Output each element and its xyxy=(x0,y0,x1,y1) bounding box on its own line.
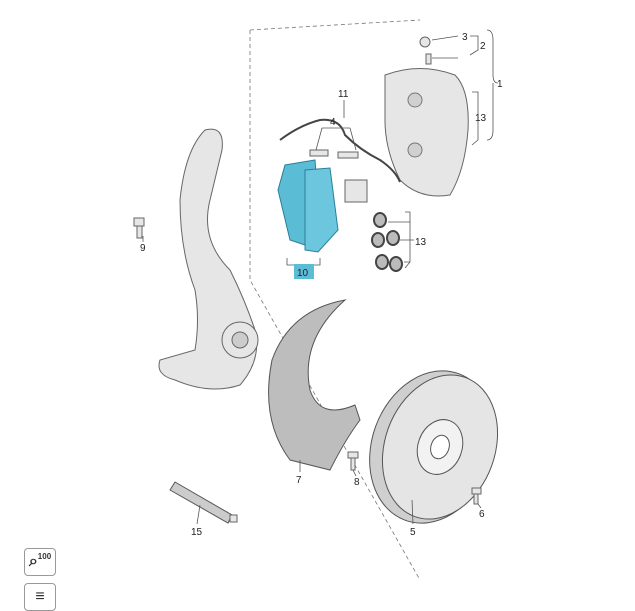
callout-3[interactable]: 3 xyxy=(462,32,468,43)
callout-10-highlight xyxy=(294,264,314,279)
callout-labels: 1 2 3 4 5 6 7 8 9 10 11 13 13 15 xyxy=(140,32,503,538)
callout-11[interactable]: 11 xyxy=(338,89,349,100)
leader-lines xyxy=(142,29,499,525)
callout-13-seals[interactable]: 13 xyxy=(415,237,427,248)
bolt-9[interactable] xyxy=(133,217,145,239)
callout-2[interactable]: 2 xyxy=(480,41,486,52)
list-view-button[interactable]: ≡ xyxy=(24,583,56,611)
bolt-6[interactable] xyxy=(471,487,482,505)
callout-1[interactable]: 1 xyxy=(497,79,503,90)
callout-8[interactable]: 8 xyxy=(354,477,360,488)
callout-13-caliper[interactable]: 13 xyxy=(475,113,487,124)
piston-seals[interactable] xyxy=(371,212,403,272)
steering-knuckle[interactable] xyxy=(158,128,259,390)
callout-4[interactable]: 4 xyxy=(330,117,336,128)
assembly-guide-lines xyxy=(249,19,421,581)
zoom-icon: ⌕ xyxy=(28,553,38,570)
callout-9[interactable]: 9 xyxy=(140,243,146,254)
exploded-parts-diagram: 1 2 3 4 5 6 7 8 9 10 11 13 13 15 xyxy=(133,19,517,581)
brake-disc[interactable] xyxy=(349,353,517,541)
brake-caliper[interactable] xyxy=(384,68,469,197)
zoom-100-button[interactable]: ⌕ 100 xyxy=(24,548,56,576)
wear-sensor-wire[interactable] xyxy=(279,118,401,183)
callout-5[interactable]: 5 xyxy=(410,527,416,538)
grease-tube[interactable] xyxy=(169,481,238,524)
pad-clips[interactable] xyxy=(309,149,368,203)
zoom-level-label: 100 xyxy=(37,551,52,561)
callout-10[interactable]: 10 xyxy=(297,268,309,279)
callout-7[interactable]: 7 xyxy=(296,475,302,486)
list-icon: ≡ xyxy=(35,588,45,605)
callout-15[interactable]: 15 xyxy=(191,527,203,538)
brake-pads-highlighted[interactable] xyxy=(277,159,339,253)
callout-6[interactable]: 6 xyxy=(479,509,485,520)
caliper-bolts[interactable] xyxy=(419,36,432,65)
dust-shield[interactable] xyxy=(268,299,361,471)
